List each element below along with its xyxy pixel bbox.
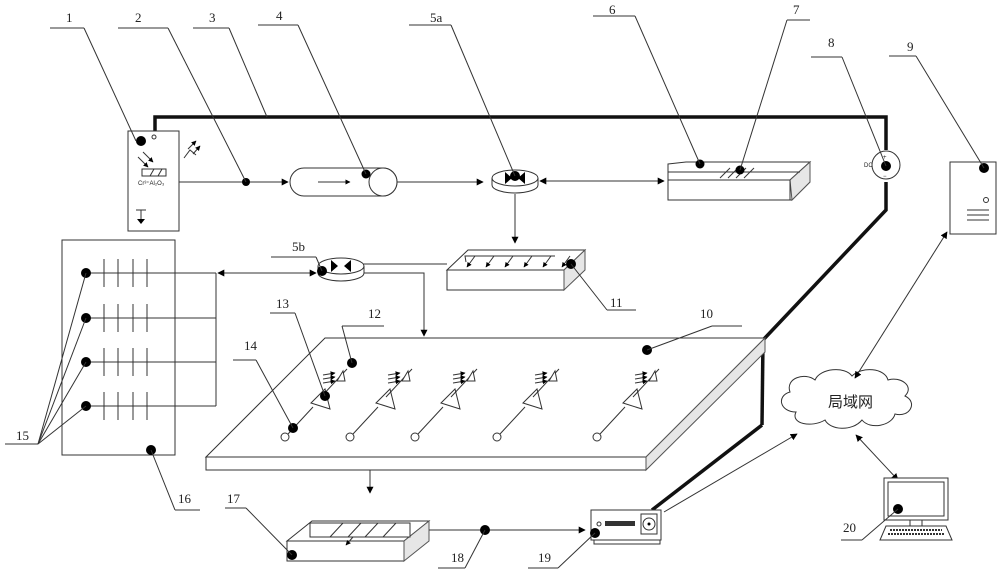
callout-number: 3 xyxy=(209,10,216,25)
callout-number: 8 xyxy=(828,35,835,50)
callout-number: 2 xyxy=(135,10,142,25)
callout-number: 12 xyxy=(368,306,381,321)
callout-9: 9 xyxy=(889,39,985,169)
callout-5b: 5b xyxy=(271,239,323,272)
callout-5a: 5a xyxy=(409,10,516,177)
photodiode-array xyxy=(280,358,660,442)
callout-7: 7 xyxy=(739,2,810,171)
callout-number: 5a xyxy=(430,10,443,25)
callout-3: 3 xyxy=(193,10,268,118)
optical-isolator xyxy=(289,167,398,197)
photodiode-sensor xyxy=(592,368,660,442)
callout-16: 16 xyxy=(150,449,200,511)
detector-plate xyxy=(204,336,767,472)
splitter-output-arrows xyxy=(466,255,571,268)
callout-number: 14 xyxy=(244,338,258,353)
laser-source: Cr³⁺Al₂O₃ xyxy=(127,130,201,232)
plus-sign: + xyxy=(883,155,887,161)
callout-6: 6 xyxy=(593,2,701,165)
callout-2: 2 xyxy=(118,10,247,183)
callout-20: 20 xyxy=(841,508,899,541)
fiber-5b-10 xyxy=(364,272,428,337)
optical-splitter xyxy=(445,248,587,292)
fiber-grating-sensor xyxy=(667,159,812,202)
grating-channel xyxy=(81,304,216,332)
callout-number: 10 xyxy=(700,306,713,321)
coupler-5b xyxy=(317,257,365,282)
photodiode-sensor xyxy=(492,368,560,442)
callout-11: 11 xyxy=(570,263,636,311)
callout-number: 13 xyxy=(276,296,289,311)
callout-number: 5b xyxy=(292,239,305,254)
main-fiber xyxy=(179,178,289,186)
callout-12: 12 xyxy=(341,306,384,364)
link-lan-computer xyxy=(855,434,899,481)
callout-number: 18 xyxy=(451,550,464,565)
coupler-5a xyxy=(491,169,539,194)
callout-1: 1 xyxy=(50,10,137,142)
signal-processor xyxy=(285,519,431,563)
callout-8: 8 xyxy=(811,35,887,167)
light-arrows-icon xyxy=(137,151,154,168)
network-gateway xyxy=(590,509,662,545)
callout-number: 4 xyxy=(276,8,283,23)
callout-number: 19 xyxy=(538,550,551,565)
dc-label: DC xyxy=(864,163,873,169)
callout-10: 10 xyxy=(646,306,742,351)
callout-13: 13 xyxy=(270,296,326,397)
link-lan-server xyxy=(854,231,948,379)
callout-number: 6 xyxy=(609,2,616,17)
ground-icon xyxy=(136,209,146,224)
callout-15-leader xyxy=(37,361,87,445)
grating-array-box xyxy=(61,239,217,456)
minus-sign: − xyxy=(883,174,887,180)
callout-18: 18 xyxy=(438,529,486,569)
lan-label: 局域网 xyxy=(828,393,873,411)
callout-number: 11 xyxy=(610,295,623,310)
photodiode-sensor xyxy=(345,368,413,442)
callout-number: 1 xyxy=(66,10,73,25)
callout-4: 4 xyxy=(258,8,367,175)
emission-icon xyxy=(183,140,201,159)
callout-15-leader xyxy=(37,272,87,445)
callout-15-leader xyxy=(37,317,87,445)
callout-19: 19 xyxy=(528,532,596,569)
callout-number: 20 xyxy=(843,520,856,535)
link-19-lan xyxy=(663,433,798,513)
callout-number: 17 xyxy=(227,491,241,506)
callout-number: 16 xyxy=(178,491,192,506)
callout-number: 9 xyxy=(907,39,914,54)
crystal-label: Cr³⁺Al₂O₃ xyxy=(138,180,165,187)
lan-cloud: 局域网 xyxy=(781,369,912,429)
callout-15: 15 xyxy=(5,405,87,445)
callout-17: 17 xyxy=(225,491,293,556)
photodiode-sensor xyxy=(410,368,478,442)
client-computer xyxy=(879,477,953,541)
callout-14: 14 xyxy=(233,338,294,429)
callout-number: 15 xyxy=(16,428,29,443)
callout-number: 7 xyxy=(793,2,800,17)
server xyxy=(949,161,997,235)
